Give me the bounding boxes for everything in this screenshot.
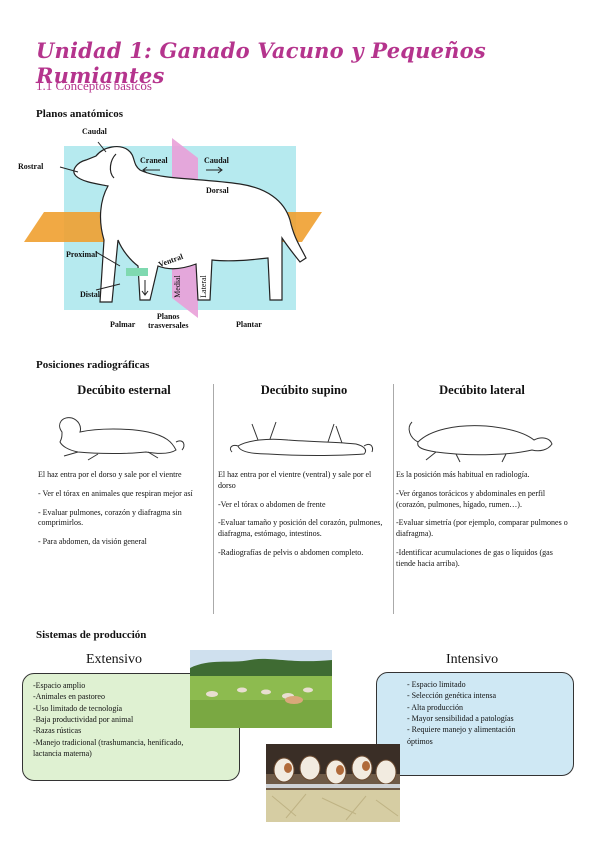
list-item: lactancia materna) [33,749,92,759]
col-title: Decúbito lateral [439,383,525,397]
col-text-1: El haz entra por el dorso y sale por el … [38,470,182,479]
feedlot-photo [266,744,400,822]
label-planos-trasversales: Planos trasversales [148,312,189,330]
list-item: -Manejo tradicional (trashumancia, henif… [33,737,184,747]
list-item: - Espacio limitado [407,680,466,689]
planos-diagram [0,120,599,340]
intensivo-title: Intensivo [446,652,499,667]
page-title: Unidad 1: Ganado Vacuno y Pequeños Rumia… [36,38,486,88]
col-title: Decúbito supino [260,383,348,397]
col-text-1: Es la posición más habitual en radiologí… [396,470,530,479]
leg-band [126,268,148,276]
col-text-4: -Radiografías de pelvis o abdomen comple… [218,547,364,557]
column-divider [213,384,214,614]
list-item: - Mayor sensibilidad a patologías [407,714,514,724]
dog-lateral-sketch [408,421,553,463]
col-text-4: -Identificar acumulaciones de gas o líqu… [396,547,553,568]
label-palmar: Palmar [110,320,136,329]
col-text-4: - Para abdomen, da visión general [38,537,147,547]
col-supino: Decúbito supino El haz entra por el vien… [218,383,390,567]
planos-heading: Planos anatómicos [36,108,124,120]
dog-esternal-sketch [59,417,185,461]
label-proximal: Proximal [66,250,98,259]
label-dorsal: Dorsal [206,186,229,195]
col-text-3: -Evaluar simetría (por ejemplo, comparar… [396,518,568,539]
list-item: -Uso limitado de tecnología [33,703,123,713]
list-item: - Alta producción [407,702,463,712]
col-title: Decúbito esternal [77,383,171,397]
column-divider [393,384,394,614]
intensivo-box: - Espacio limitado - Selección genética i… [376,672,574,776]
list-item: -Animales en pastoreo [33,692,105,702]
col-text-3: - Evaluar pulmones, corazón y diafragma … [38,507,182,528]
list-item: -Baja productividad por animal [33,715,134,725]
extensivo-title: Extensivo [86,652,142,667]
label-caudal: Caudal [204,156,229,165]
radiografia-heading: Posiciones radiográficas [36,359,150,371]
label-rostral: Rostral [18,162,44,171]
label-craneal: Craneal [140,156,168,165]
dog-supino-sketch [229,421,373,456]
label-distal: Distal [80,290,100,299]
list-item: - Selección genética intensa [407,691,497,701]
dog-planes-illustration [24,138,322,318]
label-plantar: Plantar [236,320,262,329]
list-item: - Requiere manejo y alimentación [407,725,516,735]
col-text-2: - Ver el tórax en animales que respiran … [38,488,193,498]
pasture-photo [190,650,332,728]
sistemas-heading: Sistemas de producción [36,629,147,641]
label-caudal-top: Caudal [82,127,107,136]
col-text-2: -Ver órganos torácicos y abdominales en … [396,488,546,509]
label-medial: Medial [172,275,182,298]
col-text-2: -Ver el tórax o abdomen de frente [218,499,326,509]
col-text-1: El haz entra por el vientre (ventral) y … [218,470,372,490]
col-text-3: -Evaluar tamaño y posición del corazón, … [218,518,383,539]
col-lateral: Decúbito lateral Es la posición más habi… [396,383,568,578]
label-lateral: Lateral [198,275,208,298]
list-item: -Razas rústicas [33,726,82,736]
list-item: -Espacio amplio [33,681,86,690]
section-heading: 1.1 Conceptos básicos [36,78,152,93]
list-item: óptimos [407,736,433,746]
col-esternal: Decúbito esternal El haz entra por el do… [38,383,210,556]
